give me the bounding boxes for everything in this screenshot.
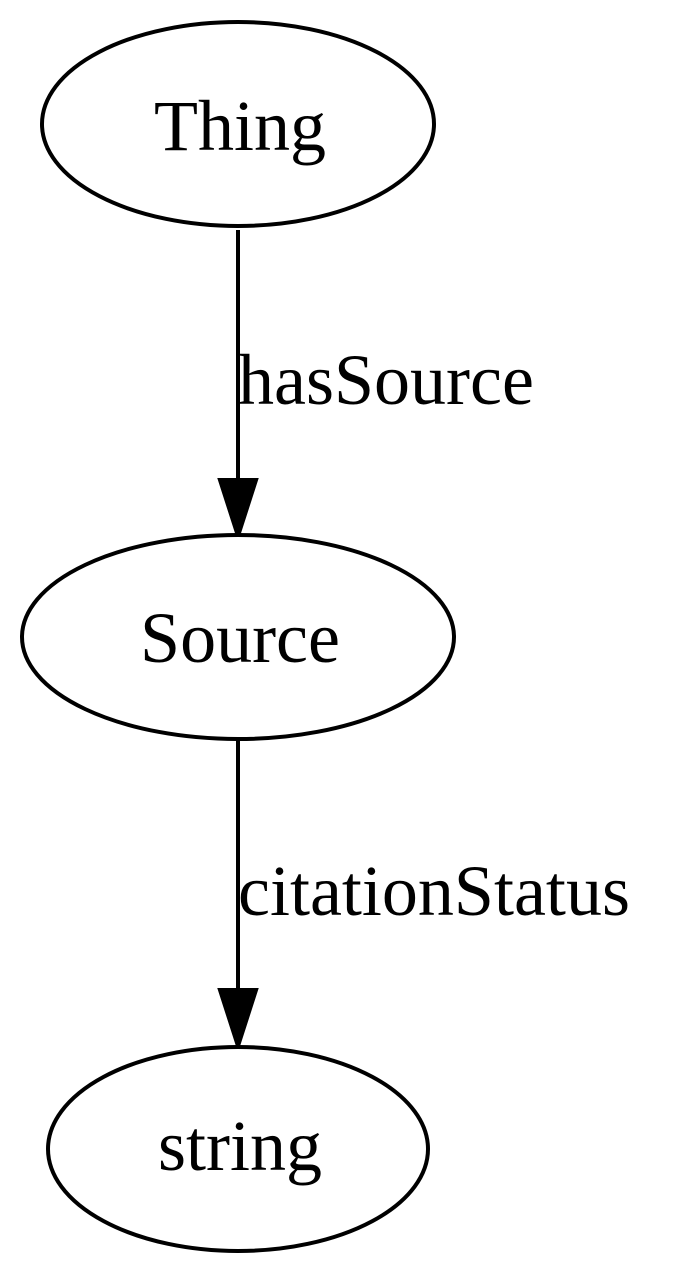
node-thing-ellipse: [40, 20, 436, 228]
node-thing: Thing: [40, 20, 436, 228]
node-string-label: string: [158, 1106, 322, 1186]
edge-has-source-label: hasSource: [238, 340, 534, 420]
edge-has-source: hasSource: [217, 230, 534, 543]
edge-citation-status-arrowhead: [217, 988, 259, 1053]
node-source-label: Source: [140, 598, 340, 678]
edge-has-source-arrowhead: [217, 478, 259, 543]
node-thing-label: Thing: [154, 86, 326, 166]
node-string-ellipse: [46, 1045, 430, 1253]
node-string: string: [46, 1045, 430, 1253]
node-source-ellipse: [20, 533, 456, 741]
node-source: Source: [20, 533, 456, 741]
edge-citation-status-label: citationStatus: [238, 851, 630, 931]
edge-citation-status: citationStatus: [217, 740, 630, 1053]
